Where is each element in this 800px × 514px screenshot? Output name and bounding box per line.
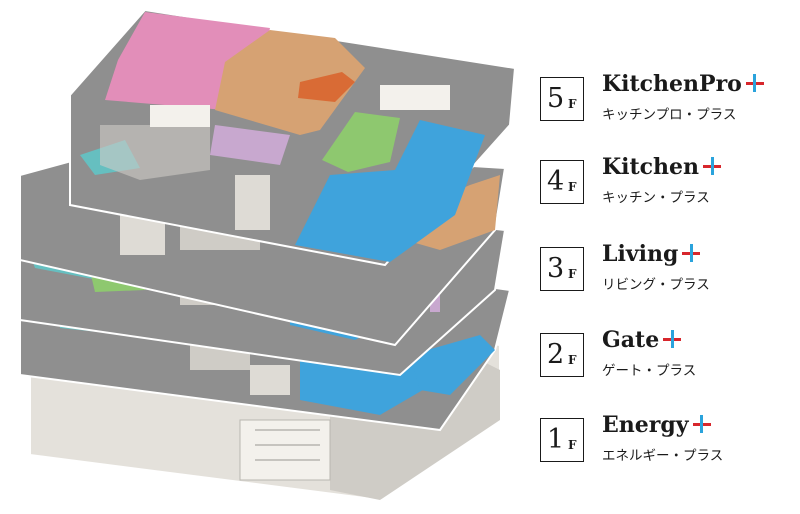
floor-plan-5f	[69, 8, 517, 267]
floor-subtitle: キッチンプロ・プラス	[602, 107, 737, 123]
floor-badge-2f: 2 F	[540, 333, 584, 377]
plus-icon	[703, 157, 722, 175]
floor-unit: F	[568, 353, 577, 367]
floor-number: 3	[547, 253, 565, 284]
floor-unit: F	[568, 180, 577, 194]
floor-subtitle: エネルギー・プラス	[602, 448, 724, 464]
legend-2f: 2 F Gate ゲート・プラス	[540, 327, 790, 393]
floor-number: 1	[547, 424, 565, 455]
floor-name: Gate	[602, 327, 682, 353]
floor-unit: F	[568, 97, 577, 111]
floor-badge-3f: 3 F	[540, 247, 584, 291]
floor-name: KitchenPro	[602, 71, 764, 97]
floor-badge-4f: 4 F	[540, 160, 584, 204]
floor-number: 2	[547, 339, 565, 370]
legend-3f: 3 F Living リビング・プラス	[540, 241, 790, 307]
floor-badge-1f: 1 F	[540, 418, 584, 462]
floor-subtitle: キッチン・プラス	[602, 190, 710, 206]
plus-icon	[682, 244, 701, 262]
floor-name: Living	[602, 241, 701, 267]
floor-unit: F	[568, 438, 577, 452]
legend-4f: 4 F Kitchen キッチン・プラス	[540, 154, 790, 220]
floor-number: 4	[547, 166, 565, 197]
plus-icon	[692, 415, 711, 433]
floor-name: Kitchen	[602, 154, 722, 180]
floor-name: Energy	[602, 412, 711, 438]
floor-subtitle: ゲート・プラス	[602, 363, 697, 379]
floor-number: 5	[547, 83, 565, 114]
plus-icon	[745, 74, 764, 92]
plus-icon	[663, 330, 682, 348]
legend-1f: 1 F Energy エネルギー・プラス	[540, 412, 790, 478]
floor-badge-5f: 5 F	[540, 77, 584, 121]
legend-5f: 5 F KitchenPro キッチンプロ・プラス	[540, 71, 790, 137]
floor-unit: F	[568, 267, 577, 281]
floor-subtitle: リビング・プラス	[602, 277, 710, 293]
